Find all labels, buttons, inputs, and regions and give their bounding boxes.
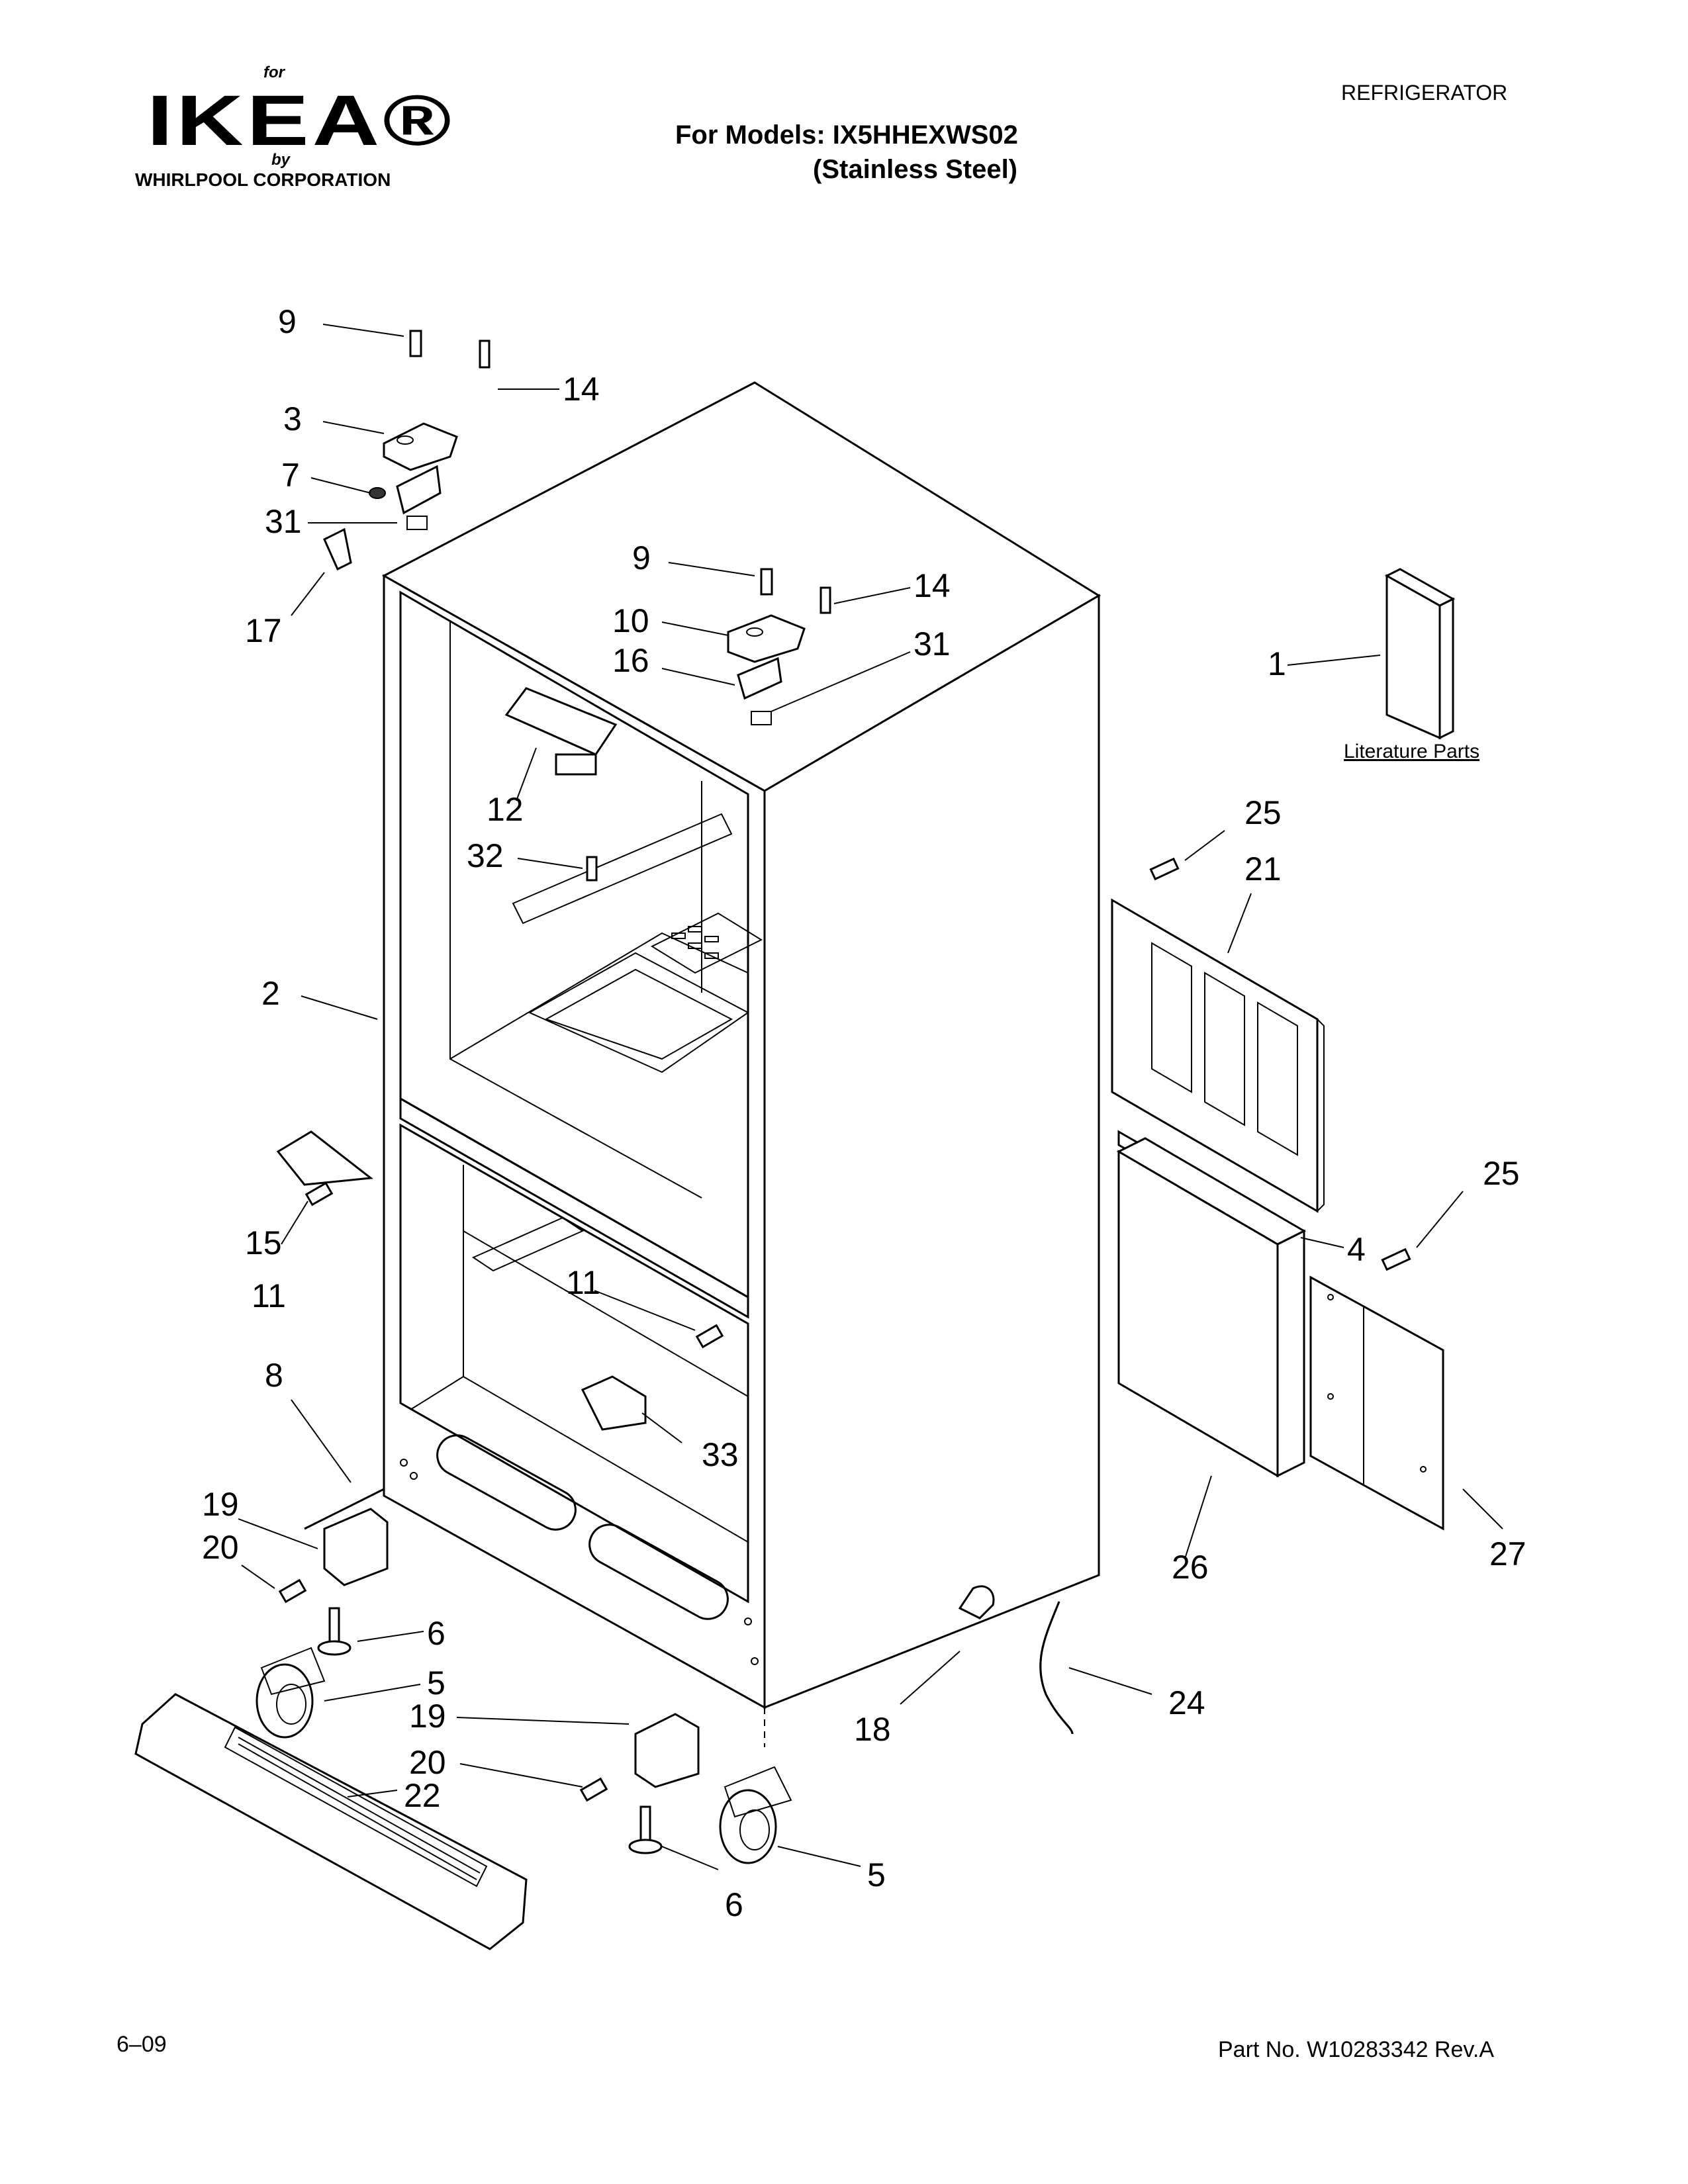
- logo-for-text: for: [263, 64, 285, 81]
- models-title: For Models: IX5HHEXWS02: [675, 120, 1018, 150]
- callout-14: 14: [914, 567, 951, 604]
- ikea-logo: IKEA®: [147, 80, 455, 160]
- callout-32: 32: [467, 837, 504, 874]
- callout-19: 19: [409, 1698, 446, 1735]
- cover-plate: [1309, 1275, 1444, 1531]
- callout-21: 21: [1244, 850, 1282, 887]
- callout-31: 31: [265, 503, 302, 540]
- revision-date: 6–09: [117, 2032, 167, 2057]
- screw: [695, 1324, 724, 1349]
- callout-20: 20: [409, 1744, 446, 1781]
- louvers: [1151, 942, 1298, 1156]
- callout-16: 16: [612, 642, 649, 679]
- callout-11: 11: [566, 1264, 600, 1301]
- callout-17: 17: [245, 612, 282, 649]
- hinge-cover: [504, 687, 618, 882]
- toe-grille: [134, 1693, 528, 1950]
- callout-12: 12: [487, 791, 524, 828]
- part-number: Part No. W10283342 Rev.A: [1218, 2037, 1495, 2062]
- callout-5: 5: [867, 1856, 886, 1893]
- callout-25: 25: [1244, 794, 1282, 831]
- callouts: 9 14 3 7 31 17 9 14 10 16 31 1 12 32 25 …: [202, 303, 1526, 1923]
- rear-access-cover: [1111, 898, 1325, 1213]
- callout-27: 27: [1489, 1535, 1526, 1572]
- lower-hinge-bracket: [581, 1375, 647, 1431]
- callout-31: 31: [914, 625, 951, 662]
- left-top-hinge: [323, 330, 491, 571]
- right-top-hinge: [727, 568, 831, 725]
- callout-22: 22: [404, 1777, 441, 1814]
- callout-8: 8: [265, 1357, 283, 1394]
- callout-26: 26: [1172, 1549, 1209, 1586]
- callout-24: 24: [1168, 1684, 1205, 1721]
- callout-9: 9: [278, 303, 297, 340]
- logo-by-text: by: [271, 151, 291, 169]
- screw: [305, 1181, 334, 1206]
- left-leveling-assembly: [256, 1488, 389, 1739]
- callout-18: 18: [854, 1711, 891, 1748]
- callout-2: 2: [261, 975, 280, 1012]
- callout-19: 19: [202, 1486, 239, 1523]
- callout-3: 3: [283, 400, 302, 437]
- drain-tube: [1039, 1601, 1074, 1735]
- callout-20: 20: [202, 1529, 239, 1566]
- screw: [1149, 857, 1180, 881]
- cabinet-assembly: [381, 381, 1101, 1709]
- callout-25: 25: [1483, 1155, 1520, 1192]
- callout-9: 9: [632, 539, 651, 576]
- hinge-bracket: [276, 1130, 373, 1186]
- logo-corporation: WHIRLPOOL CORPORATION: [135, 169, 391, 190]
- tube-clip: [958, 1585, 995, 1619]
- callout-6: 6: [427, 1615, 445, 1652]
- callout-14: 14: [563, 371, 600, 408]
- literature-parts-label: Literature Parts: [1344, 741, 1479, 762]
- right-leveling-assembly: [579, 1713, 792, 1864]
- document-type: REFRIGERATOR: [1341, 81, 1508, 105]
- callout-7: 7: [281, 457, 300, 494]
- models-finish: (Stainless Steel): [813, 155, 1018, 184]
- callout-4: 4: [1347, 1231, 1366, 1268]
- literature-booklet: [1384, 568, 1456, 740]
- rear-panel: [1116, 1137, 1307, 1478]
- screw: [1381, 1248, 1411, 1271]
- callout-11: 11: [252, 1277, 286, 1314]
- vent-slots: [671, 926, 719, 959]
- callout-5: 5: [427, 1664, 445, 1702]
- callout-6: 6: [725, 1886, 743, 1923]
- callout-10: 10: [612, 602, 649, 639]
- leader-lines: [238, 324, 1503, 1870]
- callout-15: 15: [245, 1224, 282, 1261]
- callout-1: 1: [1268, 645, 1286, 682]
- callout-33: 33: [702, 1436, 739, 1473]
